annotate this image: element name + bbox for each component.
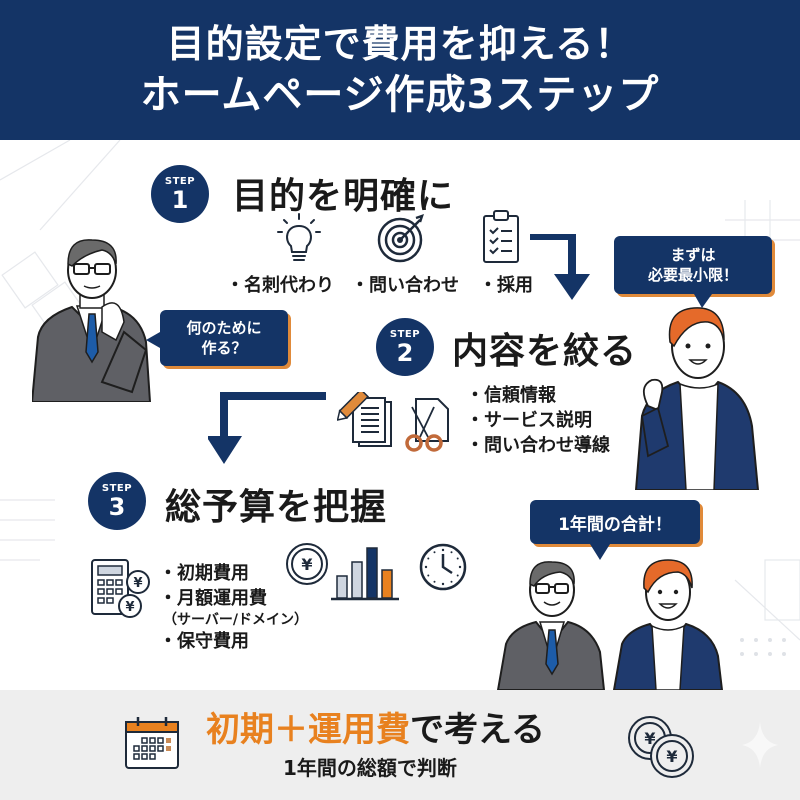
step2-item-list: ・信頼情報 ・サービス説明 ・問い合わせ導線	[466, 383, 610, 458]
step3-item-monthly-cost: ・月額運用費	[159, 588, 267, 609]
bubble-purpose-line2: 作る？	[201, 339, 247, 357]
step1-title: 目的を明確に	[232, 176, 455, 217]
step2-label: STEP	[389, 328, 421, 340]
bubble-purpose-line1: 何のために	[186, 319, 262, 337]
bar-chart-icon	[331, 547, 399, 601]
step2-title: 内容を絞る	[452, 331, 638, 372]
sparkle-icon	[742, 722, 778, 768]
bubble-tail	[146, 332, 160, 348]
clock-icon	[419, 543, 467, 591]
flow-arrow-down-right-icon	[530, 234, 590, 300]
young-man-character-illustration	[634, 307, 760, 490]
footer-subtitle: 1年間の総額で判断	[283, 756, 457, 780]
footer-headline-highlight: 初期＋運用費	[206, 710, 410, 750]
step3-badge: STEP 3	[88, 472, 146, 530]
step3-number: 3	[108, 492, 126, 521]
step2-item-service-desc: ・サービス説明	[466, 410, 592, 431]
scissors-document-icon	[405, 398, 449, 452]
step3-item-monthly-note: （サーバー/ドメイン）	[163, 612, 308, 628]
two-characters-illustration	[496, 559, 724, 690]
flow-arrow-down-left-icon	[208, 392, 326, 464]
svg-text:¥: ¥	[666, 747, 677, 766]
bubble-minimum-line1: まずは	[670, 246, 716, 264]
speech-bubble-yearly-total: 1年間の合計！	[530, 500, 700, 560]
step1-label: STEP	[164, 175, 196, 187]
lightbulb-icon	[277, 213, 321, 261]
svg-text:¥: ¥	[133, 576, 142, 591]
step2-badge: STEP 2	[376, 318, 434, 376]
bubble-minimum-line2: 必要最小限！	[647, 266, 738, 284]
step3-item-list: ・初期費用 ・月額運用費 （サーバー/ドメイン） ・保守費用	[159, 561, 308, 654]
footer-summary: 初期＋運用費で考える 1年間の総額で判断 ¥ ¥	[0, 690, 800, 800]
bubble-tail	[590, 544, 610, 560]
page-title-line2: ホームページ作成3ステップ	[140, 72, 660, 118]
step1-item-recruit: ・採用	[479, 275, 533, 296]
document-pencil-icon	[337, 392, 392, 447]
clipboard-checklist-icon	[483, 210, 519, 263]
step1-badge: STEP 1	[151, 165, 209, 223]
svg-text:¥: ¥	[301, 555, 312, 574]
yen-coins-icon: ¥ ¥	[628, 716, 694, 778]
speech-bubble-minimum: まずは 必要最小限！	[614, 236, 772, 308]
footer-headline: 初期＋運用費で考える	[206, 702, 545, 751]
step1-number: 1	[171, 185, 189, 214]
svg-text:¥: ¥	[125, 600, 134, 615]
svg-text:¥: ¥	[644, 729, 655, 748]
speech-bubble-purpose: 何のために 作る？	[146, 310, 288, 366]
calendar-icon	[125, 717, 179, 769]
manager-character-illustration	[32, 239, 152, 402]
calculator-yen-icon: ¥ ¥	[91, 559, 150, 618]
step2-number: 2	[396, 338, 414, 367]
step3-item-initial-cost: ・初期費用	[159, 563, 249, 584]
step3-label: STEP	[101, 482, 133, 494]
page-title-line1: 目的設定で費用を抑える！	[166, 22, 634, 66]
step1-item-inquiry: ・問い合わせ	[351, 275, 459, 296]
step1-item-business-card: ・名刺代わり	[226, 275, 334, 296]
yen-coin-icon: ¥	[286, 543, 328, 585]
header-banner: 目的設定で費用を抑える！ ホームページ作成3ステップ	[0, 0, 800, 140]
step2-item-inquiry-path: ・問い合わせ導線	[466, 435, 610, 456]
step3-item-maintenance: ・保守費用	[159, 631, 249, 652]
bubble-tail	[694, 294, 712, 308]
footer-headline-rest: で考える	[410, 710, 545, 750]
step3-title: 総予算を把握	[165, 487, 388, 528]
bubble-yearly-total-text: 1年間の合計！	[558, 514, 672, 535]
step2-item-trust-info: ・信頼情報	[466, 385, 556, 406]
target-icon	[377, 214, 424, 263]
